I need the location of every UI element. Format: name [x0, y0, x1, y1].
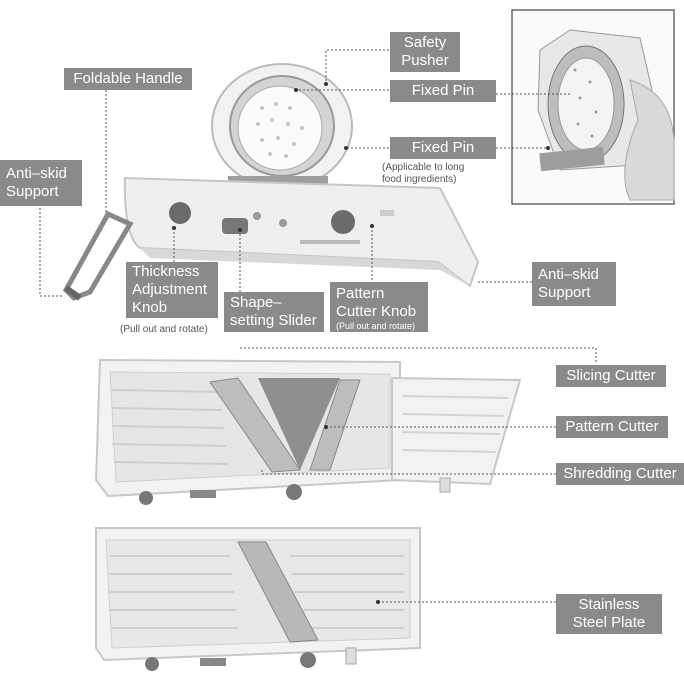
label-fixed-pin-2: Fixed Pin — [390, 137, 496, 159]
note-thickness-knob: (Pull out and rotate) — [120, 324, 208, 335]
leader-lines — [39, 49, 597, 603]
safety-pusher-illustration — [211, 63, 353, 189]
label-anti-skid-support-right: Anti–skid Support — [532, 262, 616, 306]
note-fixed-pin: (Applicable to long food ingredients) — [382, 162, 465, 185]
label-fixed-pin-1: Fixed Pin — [390, 80, 496, 102]
label-foldable-handle: Foldable Handle — [64, 68, 192, 90]
label-slicing-cutter: Slicing Cutter — [556, 365, 666, 387]
slicer-side-view — [62, 176, 480, 301]
slicer-top-view-plate — [95, 527, 421, 671]
pattern-knob-note: (Pull out and rotate) — [336, 321, 416, 331]
label-safety-pusher: Safety Pusher — [390, 32, 460, 72]
label-stainless-steel-plate: Stainless Steel Plate — [556, 594, 662, 634]
slicer-top-view-cutters — [94, 358, 522, 505]
label-thickness-knob: Thickness Adjustment Knob — [126, 262, 218, 318]
label-anti-skid-support-left: Anti–skid Support — [0, 160, 82, 206]
label-pattern-cutter-knob: Pattern Cutter Knob (Pull out and rotate… — [330, 282, 428, 332]
label-shape-setting-slider: Shape– setting Slider — [224, 292, 324, 332]
label-pattern-cutter: Pattern Cutter — [556, 416, 668, 438]
pattern-knob-title: Pattern Cutter Knob — [336, 285, 417, 320]
label-shredding-cutter: Shredding Cutter — [556, 463, 684, 485]
inset-photo — [511, 9, 675, 205]
